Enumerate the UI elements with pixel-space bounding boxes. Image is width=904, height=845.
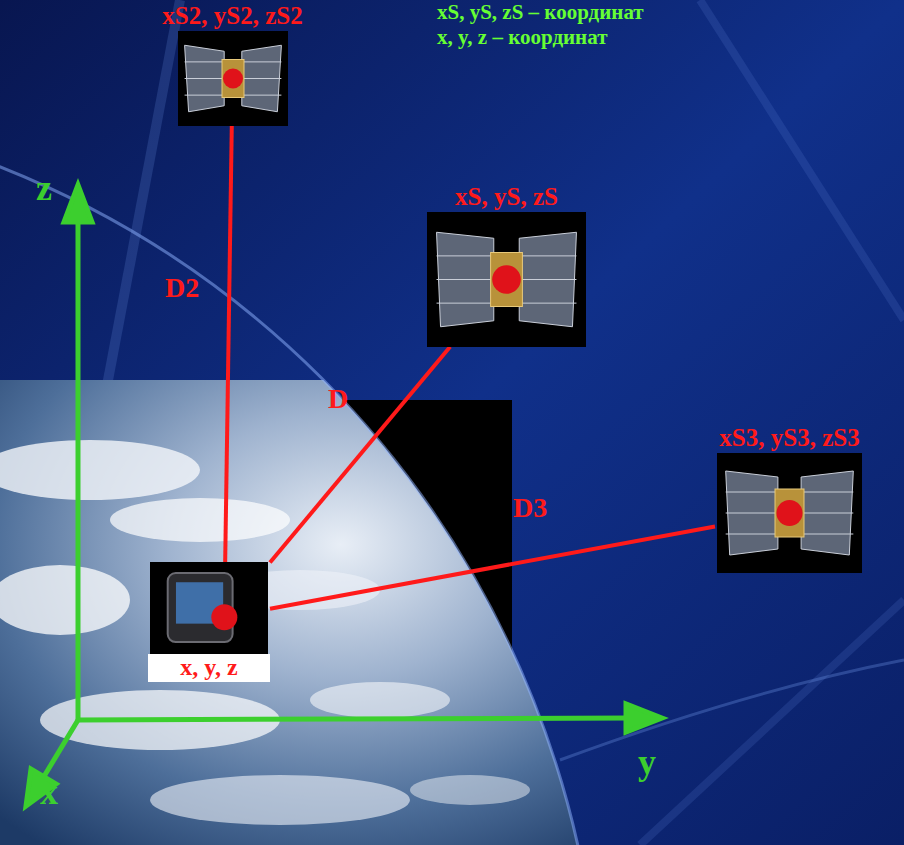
satellite-icon <box>427 212 586 347</box>
coordinate-axes <box>26 185 662 806</box>
distance-label: D2 <box>165 272 199 304</box>
range-line <box>270 347 450 563</box>
coordinate-label: x, y, z <box>148 654 270 682</box>
gps-receiver: x, y, z <box>148 562 270 682</box>
earth <box>0 380 620 845</box>
satellite-icon <box>178 31 288 126</box>
axis-label: x <box>40 772 58 813</box>
receiver-icon <box>150 562 268 654</box>
light-streak <box>700 0 904 320</box>
satellite: xS, yS, zS <box>425 183 588 347</box>
satellite-icon <box>717 453 862 573</box>
range-line <box>270 527 715 609</box>
legend-note: x, y, z – координат <box>437 25 607 49</box>
distance-label: D <box>328 383 348 415</box>
satellite: xS2, yS2, zS2 <box>160 2 305 126</box>
range-line <box>225 126 232 562</box>
light-streak <box>640 600 904 845</box>
legend-note: xS, yS, zS – координат <box>437 0 644 24</box>
coordinate-label: xS2, yS2, zS2 <box>160 2 305 31</box>
light-streak <box>560 660 904 760</box>
coordinate-label: xS, yS, zS <box>425 183 588 212</box>
distance-label: D3 <box>513 492 547 524</box>
coordinate-label: xS3, yS3, zS3 <box>715 424 864 453</box>
axis-label: z <box>36 168 52 209</box>
earth-limb <box>0 100 600 845</box>
satellite: xS3, yS3, zS3 <box>715 424 864 573</box>
axis-label: y <box>638 742 656 783</box>
